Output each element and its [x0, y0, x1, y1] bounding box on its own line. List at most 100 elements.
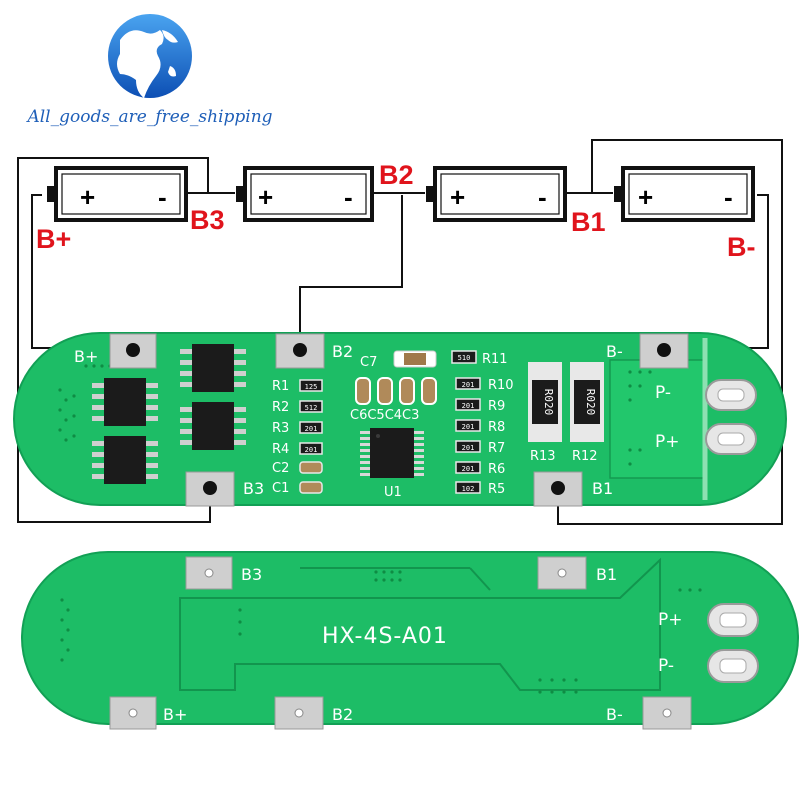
designator-c7: C7: [360, 355, 377, 370]
battery-3: + -: [426, 166, 567, 222]
battery-minus-sign: -: [724, 182, 733, 212]
mosfet-chip: [180, 344, 246, 392]
designator-r7: R7: [488, 441, 505, 456]
pcb-top: B+ B2 B- B3 B1: [13, 332, 787, 507]
shunt-r13: R020 R13: [528, 362, 562, 464]
battery-4: + -: [614, 166, 755, 222]
svg-text:201: 201: [462, 402, 475, 410]
connection-labels: B+ B3 B2 B1 B-: [36, 160, 756, 262]
pcb-bottom-board: [21, 551, 799, 725]
via-pattern: [60, 570, 702, 694]
pad-b3: B3: [185, 556, 262, 590]
svg-text:510: 510: [458, 354, 471, 362]
pad-p-plus: P+: [655, 423, 757, 455]
battery-row: + - + - + - + -: [47, 166, 755, 222]
designator-r12: R12: [572, 449, 598, 464]
label-b1: B1: [571, 207, 606, 237]
pad-label-b1: B1: [592, 479, 613, 498]
shunt-resistors: R020 R13 R020 R12: [528, 362, 604, 464]
designator-caps-row: C6C5C4C3: [350, 408, 419, 423]
pad-b2: B2: [275, 333, 353, 369]
pad-label-p-plus: P+: [658, 610, 683, 630]
pad-label-b3: B3: [243, 479, 264, 498]
pad-b3: B3: [185, 471, 264, 507]
pad-p-plus: P+: [658, 603, 759, 637]
label-b3: B3: [190, 205, 225, 235]
designator-r8: R8: [488, 420, 505, 435]
svg-text:201: 201: [305, 425, 318, 433]
mosfet-chip: [92, 436, 158, 484]
designator-r2: R2: [272, 400, 289, 415]
label-b-plus: B+: [36, 224, 71, 254]
svg-text:R020: R020: [584, 389, 597, 416]
label-b2: B2: [379, 160, 414, 190]
resistor-r11: 510: [451, 350, 477, 364]
top-pads: B+ B2 B- B3 B1: [74, 333, 757, 507]
pad-label-b-plus: B+: [163, 705, 187, 724]
resistor-r10: 201: [455, 377, 481, 390]
capacitor-c1: [299, 481, 323, 494]
svg-text:512: 512: [305, 404, 318, 412]
pad-p-minus: P-: [655, 379, 757, 411]
ic-u1: U1: [360, 428, 424, 500]
pad-label-b2: B2: [332, 705, 353, 724]
pad-label-p-minus: P-: [655, 383, 671, 403]
pad-b1: B1: [537, 556, 617, 590]
designator-u1: U1: [384, 485, 402, 500]
globe-icon: [108, 14, 192, 98]
shunt-r12: R020 R12: [570, 362, 604, 464]
resistor-r6: 201: [455, 461, 481, 474]
designator-r3: R3: [272, 421, 289, 436]
resistor-r2: 512: [299, 400, 323, 413]
bottom-pads: B3 B1 B+ B2 B-: [109, 556, 759, 730]
pad-b-plus: B+: [74, 333, 157, 369]
designator-r1: R1: [272, 379, 289, 394]
svg-text:201: 201: [462, 444, 475, 452]
right-component-column: 510 R11 201 R10 201 R9 201 R8 201 R7 201…: [451, 350, 514, 497]
designator-r6: R6: [488, 462, 505, 477]
resistor-r7: 201: [455, 440, 481, 453]
battery-plus-sign: +: [638, 182, 653, 212]
svg-text:201: 201: [462, 465, 475, 473]
svg-text:125: 125: [305, 383, 318, 391]
pad-label-b-plus: B+: [74, 347, 98, 366]
resistor-r4: 201: [299, 442, 323, 455]
designator-r11: R11: [482, 352, 508, 367]
pcb-bottom: HX-4S-A01 B3 B1 B+ B2: [21, 551, 799, 730]
pad-label-p-minus: P-: [658, 656, 674, 676]
designator-r9: R9: [488, 399, 505, 414]
middle-components: C7 C6C5C4C3 U1: [350, 350, 437, 500]
mosfet-chip: [92, 378, 158, 426]
resistor-r8: 201: [455, 419, 481, 432]
pad-p-minus: P-: [658, 649, 759, 683]
store-logo: All_goods_are_free_shipping: [25, 14, 273, 127]
pad-b1: B1: [533, 471, 613, 507]
store-name: All_goods_are_free_shipping: [25, 107, 272, 127]
battery-plus-sign: +: [80, 182, 95, 212]
resistor-r9: 201: [455, 398, 481, 411]
svg-text:102: 102: [462, 485, 475, 493]
pad-b-minus: B-: [606, 333, 689, 369]
pad-b-plus: B+: [109, 696, 187, 730]
resistor-r5: 102: [455, 481, 481, 494]
battery-minus-sign: -: [344, 182, 353, 212]
label-b-minus: B-: [727, 232, 756, 262]
resistor-r1: 125: [299, 379, 323, 392]
designator-r10: R10: [488, 378, 514, 393]
designator-r4: R4: [272, 442, 289, 457]
pad-label-b-minus: B-: [606, 705, 623, 724]
designator-c2: C2: [272, 461, 289, 476]
designator-r13: R13: [530, 449, 556, 464]
pad-label-p-plus: P+: [655, 432, 680, 452]
mosfet-chips: [92, 344, 246, 484]
model-label: HX-4S-A01: [322, 624, 448, 649]
battery-2: + -: [236, 166, 374, 222]
mosfet-chip: [180, 402, 246, 450]
svg-text:201: 201: [462, 381, 475, 389]
pad-b2: B2: [274, 696, 353, 730]
battery-minus-sign: -: [158, 182, 167, 212]
capacitor-c2: [299, 461, 323, 474]
pad-label-b2: B2: [332, 342, 353, 361]
capacitor-row: [355, 377, 437, 405]
